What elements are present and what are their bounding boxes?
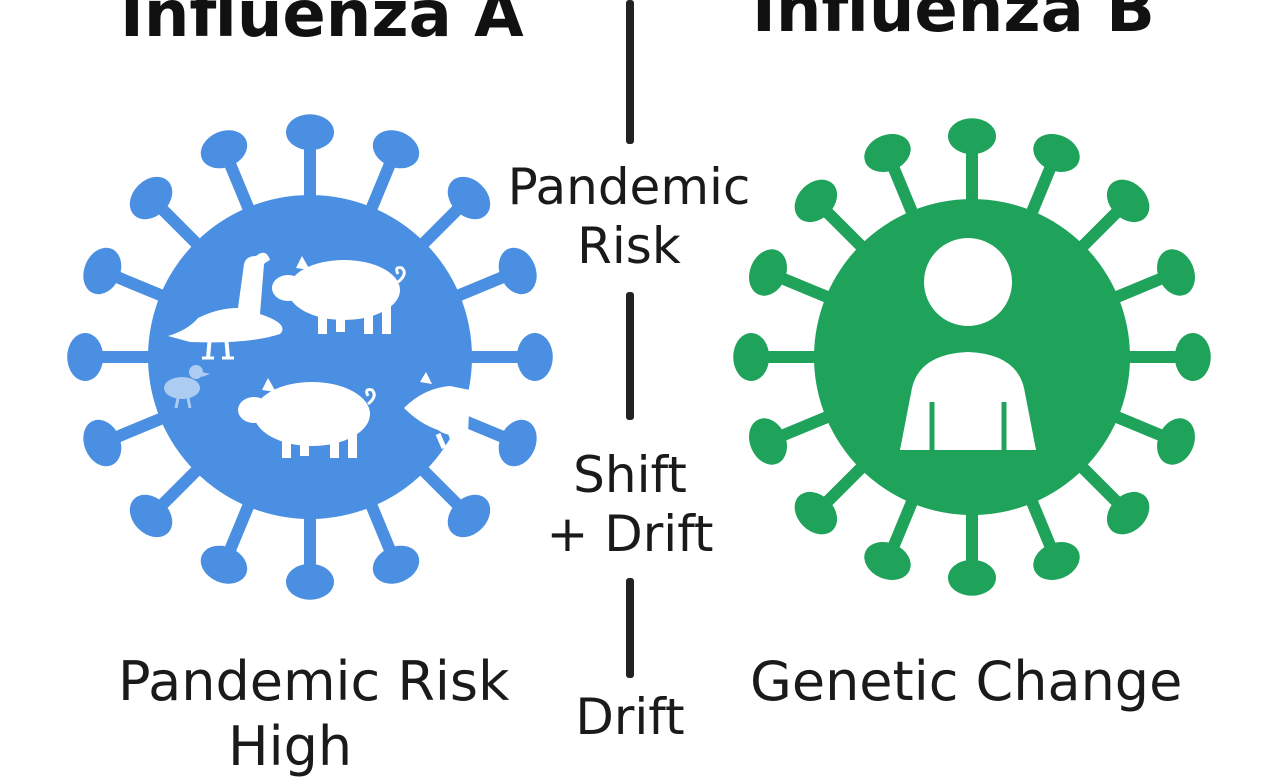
virus-spike-stem: [154, 201, 204, 251]
center-label-plus-drift: + Drift: [546, 505, 714, 563]
virus-spike-knob: [286, 114, 334, 151]
virus-spike-knob: [447, 176, 491, 220]
virus-spike-stem: [1110, 409, 1169, 443]
virus-spike-knob: [948, 559, 996, 596]
influenza-b-bottom-label: Genetic Change: [750, 650, 1183, 713]
virus-spike-stem: [364, 156, 398, 216]
virus-spike-knob: [200, 130, 248, 169]
virus-spike-knob: [129, 494, 173, 538]
center-label-pandemic-risk: Pandemic Risk: [470, 158, 788, 276]
virus-spike-knob: [516, 333, 553, 381]
center-label-risk: Risk: [577, 217, 681, 275]
virus-spike-knob: [83, 419, 122, 467]
center-label-shift: Shift: [573, 446, 687, 504]
virus-spike-knob: [498, 419, 537, 467]
pandemic-risk-label: Pandemic Risk: [118, 650, 510, 713]
virus-spike-knob: [1106, 491, 1150, 535]
virus-spike-knob: [372, 130, 420, 169]
virus-spike-stem: [886, 160, 920, 219]
virus-spike-knob: [1033, 134, 1080, 173]
virus-spike-knob: [1156, 418, 1195, 465]
virus-body: [148, 195, 472, 519]
influenza-b-title: Influenza B: [752, 0, 1155, 47]
pandemic-risk-level-cut: High: [228, 714, 353, 778]
virus-spike-knob: [1174, 333, 1211, 381]
virus-spike-knob: [286, 563, 334, 600]
divider-middle: [626, 292, 634, 420]
virus-spike-knob: [1156, 249, 1195, 296]
virus-spike-knob: [67, 333, 104, 381]
person-arm-lines: [929, 402, 1007, 452]
virus-spike-knob: [794, 179, 838, 223]
virus-spike-stem: [109, 411, 169, 445]
virus-spike-stem: [819, 204, 869, 254]
virus-spike-knob: [129, 176, 173, 220]
virus-spike-stem: [1075, 204, 1125, 254]
virus-spike-knob: [794, 491, 838, 535]
virus-illustrations: [67, 114, 1211, 600]
virus-spike-knob: [83, 247, 122, 295]
virus-spike-stem: [886, 495, 920, 554]
virus-spike-knob: [1033, 541, 1080, 580]
virus-spike-knob: [372, 545, 420, 584]
divider-top: [626, 0, 634, 144]
virus-spike-stem: [775, 409, 834, 443]
pig-icon: [272, 256, 406, 334]
virus-spike-stem: [222, 498, 256, 558]
virus-spike-knob: [749, 249, 788, 296]
duck-icon: [164, 365, 210, 409]
virus-spike-knob: [864, 134, 911, 173]
virus-spike-stem: [416, 201, 466, 251]
raccoon-icon: [404, 372, 470, 449]
virus-spike-stem: [109, 269, 169, 303]
divider-bottom: [626, 578, 634, 678]
center-label-shift-drift: Shift + Drift: [520, 446, 740, 564]
virus-spike-stem: [222, 156, 256, 216]
virus-spike-knob: [1106, 179, 1150, 223]
animal-hosts: [164, 252, 470, 458]
virus-spike-knob: [200, 545, 248, 584]
virus-spike-knob: [864, 541, 911, 580]
virus-spike-stem: [1024, 160, 1058, 219]
virus-spike-stem: [819, 460, 869, 510]
influenza-comparison-diagram: Influenza A Influenza B Pandemic Risk Sh…: [67, 0, 1211, 778]
virus-spike-stem: [775, 271, 834, 305]
virus-spike-stem: [416, 463, 466, 513]
virus-spike-stem: [1110, 271, 1169, 305]
influenza-a-virus-icon: [67, 114, 553, 600]
virus-spike-stem: [154, 463, 204, 513]
influenza-a-title: Influenza A: [120, 0, 524, 52]
virus-spike-stem: [451, 269, 511, 303]
virus-spike-knob: [447, 494, 491, 538]
virus-spike-knob: [948, 118, 996, 155]
virus-spike-knob: [498, 247, 537, 295]
virus-spike-stem: [1024, 495, 1058, 554]
virus-spike-knob: [749, 418, 788, 465]
center-label-pandemic: Pandemic: [507, 158, 751, 216]
virus-spike-stem: [1075, 460, 1125, 510]
goose-icon: [168, 252, 283, 360]
virus-spike-stem: [364, 498, 398, 558]
virus-spike-knob: [733, 333, 770, 381]
pig-icon-2: [238, 378, 376, 458]
